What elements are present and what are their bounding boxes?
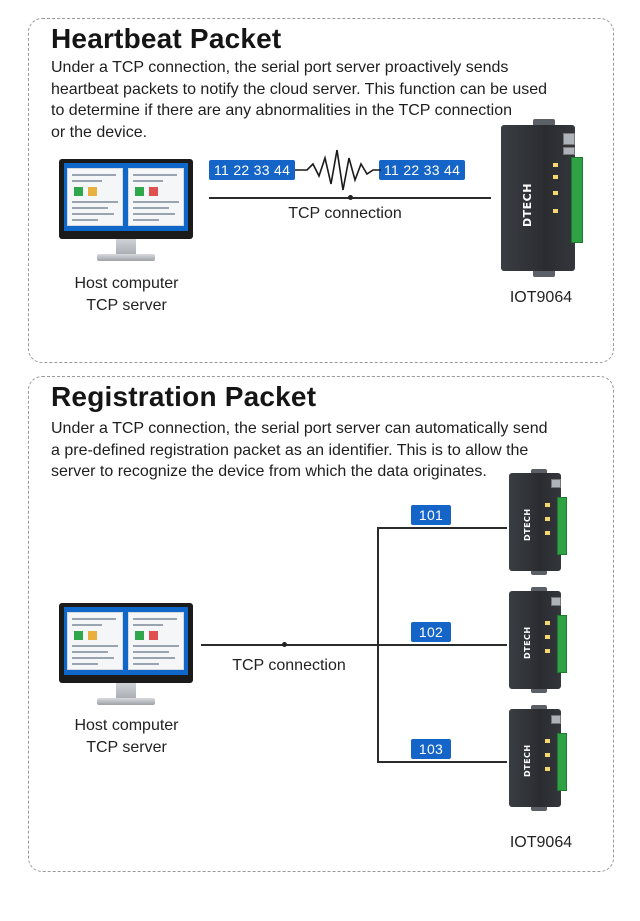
registration-panel: Registration Packet Under a TCP connecti…: [28, 376, 614, 872]
branch-line-102: [377, 644, 507, 646]
registration-description: Under a TCP connection, the serial port …: [51, 420, 548, 480]
device-id-tag-102: 102: [411, 622, 451, 642]
heartbeat-wave-icon: [295, 149, 381, 191]
host-caption: Host computer TCP server: [74, 717, 179, 756]
branch-line-103: [377, 761, 507, 763]
host-caption: Host computer TCP server: [74, 275, 179, 314]
serial-server-device-icon: DTECH: [507, 705, 571, 813]
tcp-connection-label: TCP connection: [288, 205, 402, 222]
serial-server-device-icon: DTECH: [497, 119, 587, 279]
heartbeat-title: Heartbeat Packet: [51, 23, 282, 54]
host-monitor-icon: [59, 159, 193, 267]
heartbeat-panel: Heartbeat Packet Under a TCP connection,…: [28, 18, 614, 363]
serial-server-device-icon: DTECH: [507, 587, 571, 695]
device-brand: DTECH: [523, 508, 532, 541]
registration-title: Registration Packet: [51, 381, 317, 412]
tcp-connection-label: TCP connection: [232, 657, 346, 674]
device-id-tag-101: 101: [411, 505, 451, 525]
device-id-tag-103: 103: [411, 739, 451, 759]
tcp-connection-line: [201, 644, 377, 646]
branch-line-101: [377, 527, 507, 529]
connection-dot: [282, 642, 287, 647]
device-caption: IOT9064: [509, 834, 573, 851]
device-brand: DTECH: [523, 744, 532, 777]
heartbeat-description: Under a TCP connection, the serial port …: [51, 59, 548, 141]
packet-left-tag: 11 22 33 44: [209, 160, 296, 180]
host-monitor-icon: [59, 603, 193, 711]
packet-right-tag: 11 22 33 44: [379, 160, 466, 180]
device-brand: DTECH: [521, 183, 534, 227]
device-brand: DTECH: [523, 626, 532, 659]
serial-server-device-icon: DTECH: [507, 469, 571, 577]
connection-dot: [348, 195, 353, 200]
device-caption: IOT9064: [509, 289, 573, 306]
